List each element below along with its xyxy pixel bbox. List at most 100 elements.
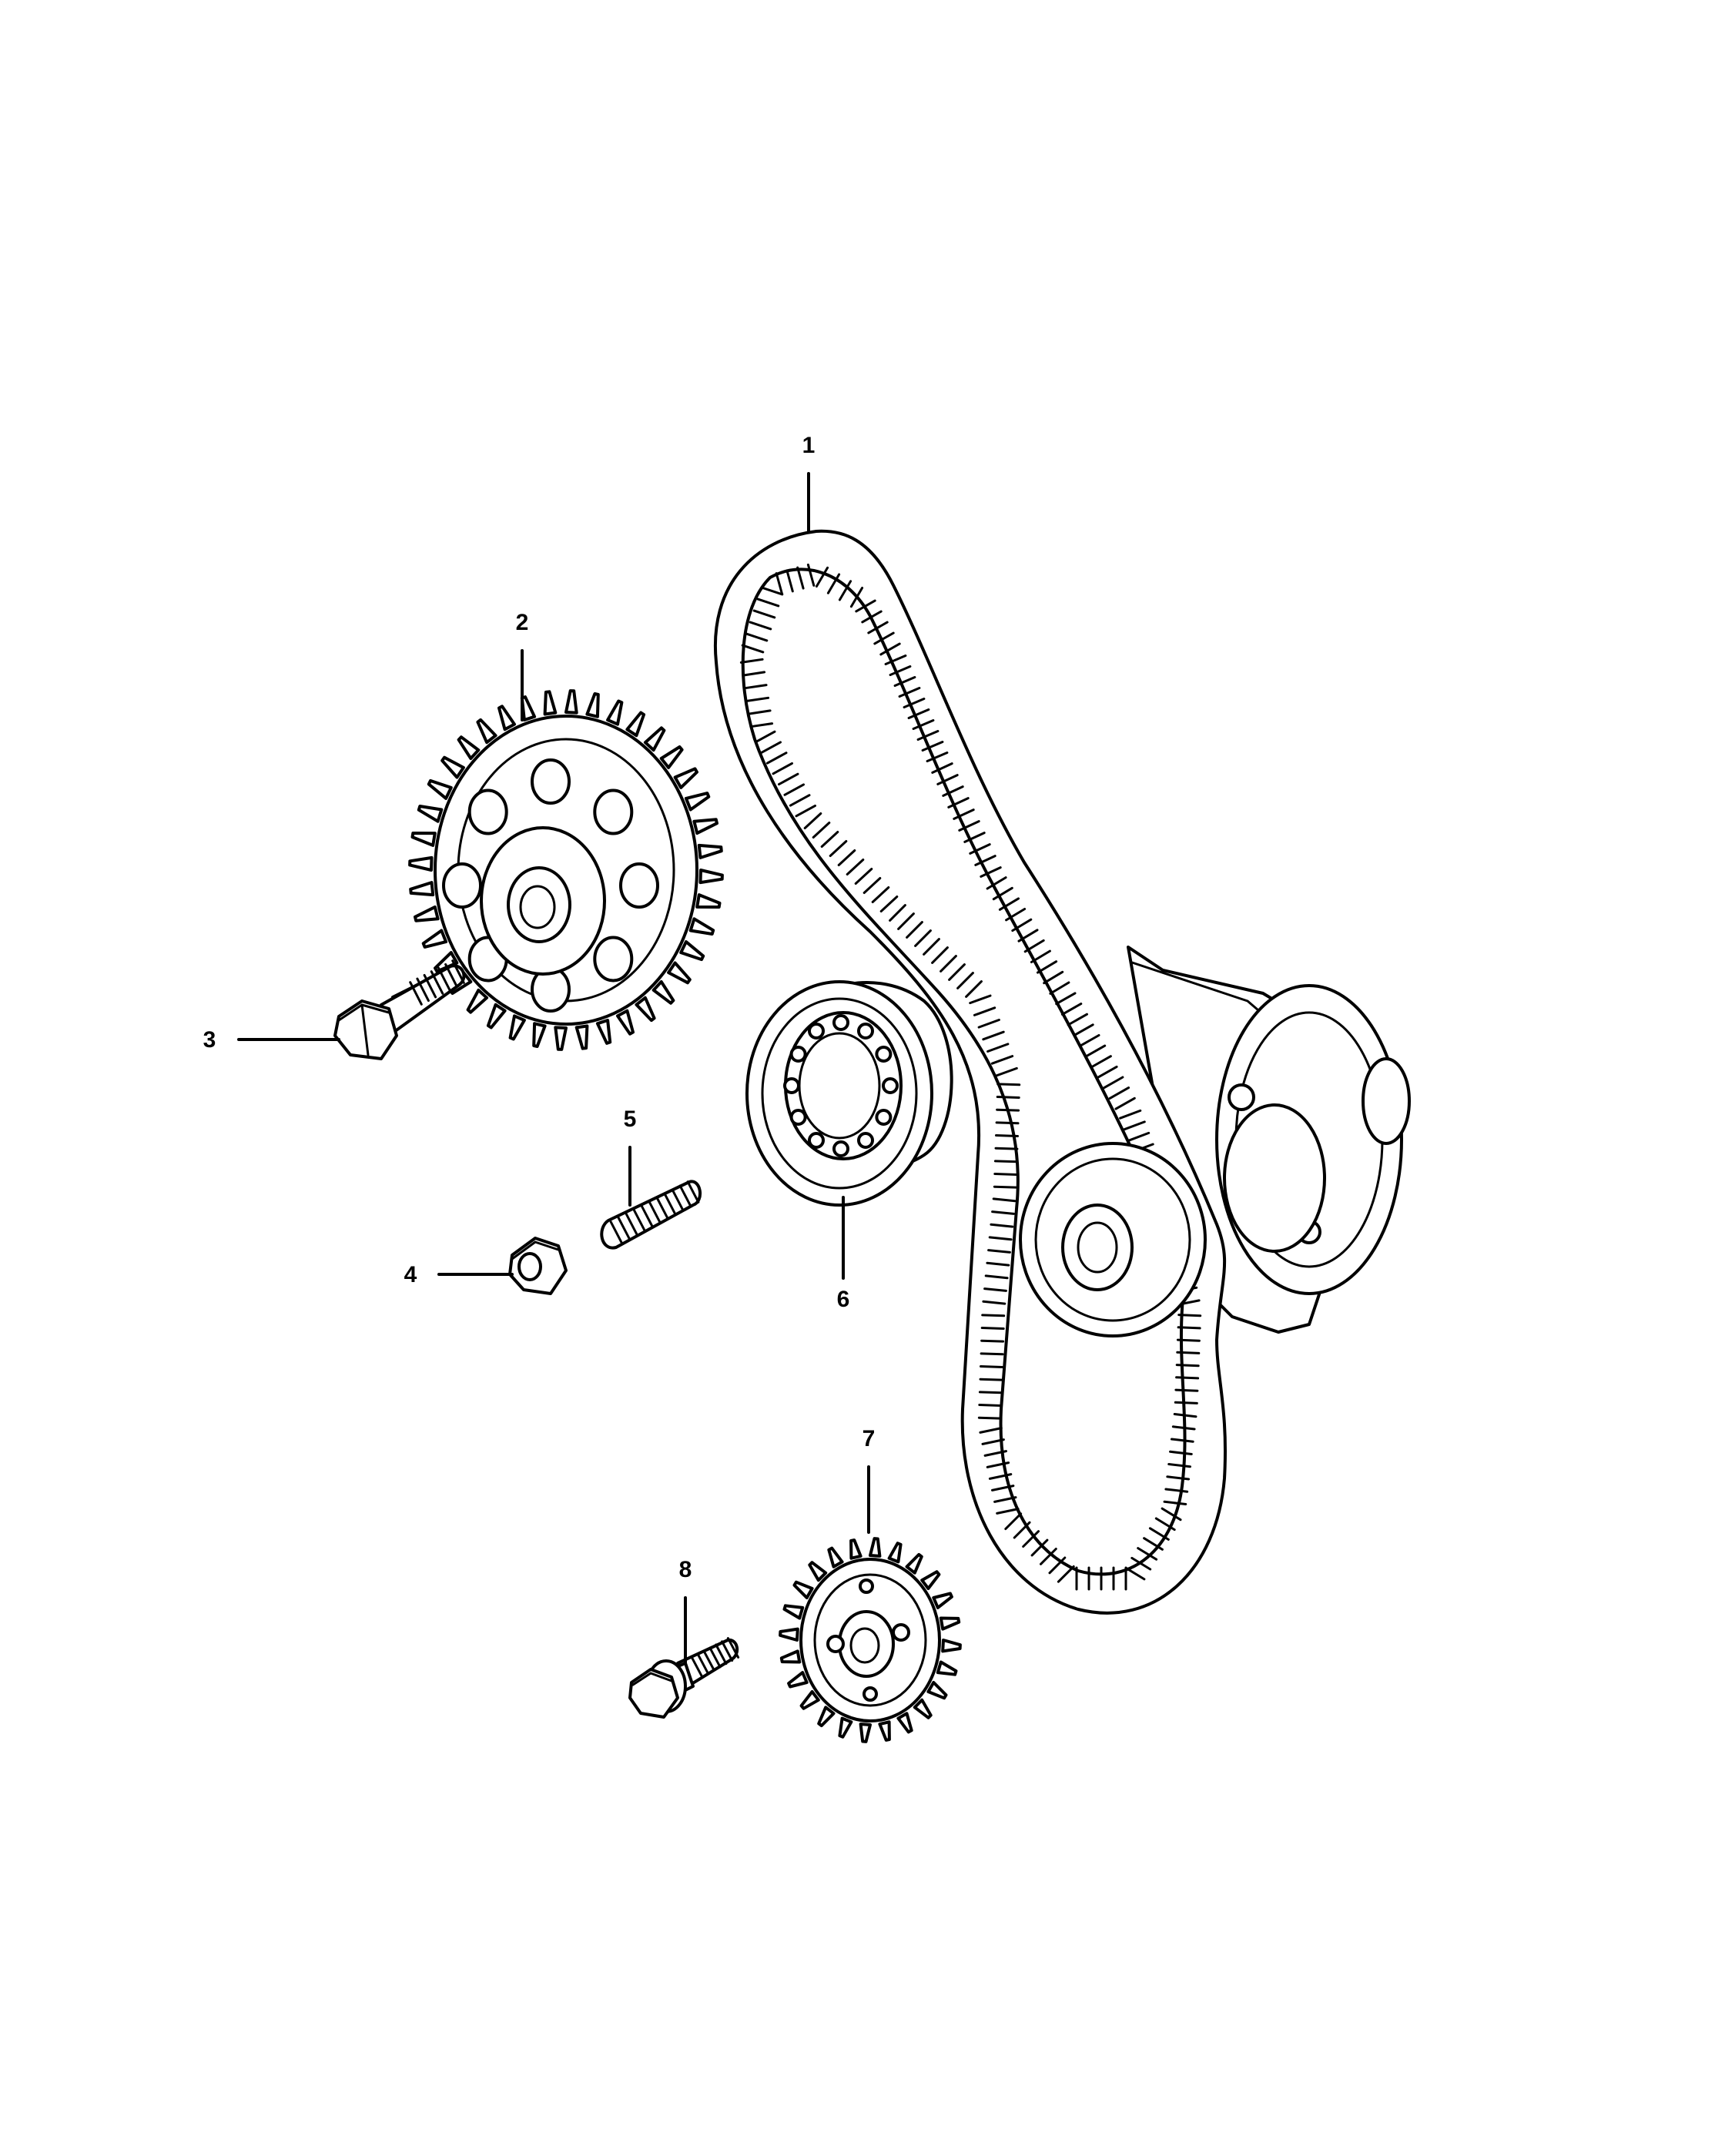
sprocket-tooth: [625, 711, 646, 738]
belt-tooth: [1005, 908, 1027, 922]
sprocket-tooth: [606, 699, 624, 726]
sprocket-tooth: [659, 745, 684, 769]
sprocket-tooth: [905, 1552, 923, 1575]
belt-tooth: [980, 866, 1002, 878]
belt-tooth: [990, 1055, 1014, 1065]
sprocket-tooth: [554, 1026, 568, 1051]
belt-tooth: [897, 912, 915, 930]
belt-tooth: [982, 1030, 1005, 1041]
belt-tooth: [826, 573, 841, 594]
belt-tooth: [1124, 1566, 1146, 1581]
belt-tooth: [1143, 1537, 1164, 1551]
belt-tooth: [907, 708, 930, 719]
sprocket-tooth: [497, 705, 516, 732]
sprocket-tooth: [684, 792, 711, 812]
belt-tooth: [1174, 1401, 1198, 1404]
belt-tooth: [969, 843, 991, 855]
belt-tooth: [747, 709, 772, 715]
belt-tooth: [1176, 1338, 1201, 1342]
belt-tooth: [1067, 1013, 1088, 1026]
belt-tooth: [1023, 939, 1045, 953]
bearing-ball: [882, 1077, 899, 1094]
belt-tooth: [755, 730, 776, 744]
belt-tooth: [879, 642, 901, 656]
belt-tooth: [993, 1496, 1017, 1503]
sprocket-tooth: [585, 692, 600, 718]
lightening-hole: [619, 862, 659, 909]
belt-tooth: [1137, 1547, 1158, 1561]
belt-tooth: [1177, 1326, 1201, 1330]
belt-tooth: [958, 820, 980, 832]
belt-tooth: [783, 783, 805, 796]
belt-tooth: [995, 1134, 1019, 1137]
belt-tooth: [873, 631, 895, 645]
sprocket-tooth: [417, 805, 444, 823]
hex-bolt-threads: [409, 959, 465, 1006]
callout-6: 6: [837, 1287, 850, 1312]
belt-tooth: [766, 752, 788, 765]
belt-tooth: [803, 812, 822, 829]
belt-tooth: [996, 1508, 1020, 1515]
sprocket-tooth: [869, 1537, 882, 1558]
sprocket-tooth: [543, 690, 558, 716]
thread-ring: [715, 1643, 728, 1666]
belt-tooth: [978, 1391, 1003, 1394]
belt-tooth: [1057, 1565, 1075, 1583]
belt-tooth: [760, 586, 784, 596]
lightening-hole: [593, 936, 634, 983]
sprocket-tooth: [779, 1627, 799, 1642]
belt-tooth: [1167, 1463, 1191, 1468]
belt-tooth: [995, 1066, 1018, 1077]
belt-tooth: [1048, 1556, 1067, 1575]
belt-tooth: [994, 1147, 1019, 1150]
belt-tooth: [912, 719, 935, 730]
bearing-ball: [832, 1014, 849, 1031]
belt-tooth: [1049, 981, 1070, 995]
belt-tooth: [942, 785, 964, 797]
belt-tooth: [1073, 1023, 1094, 1037]
sprocket-tooth: [635, 996, 656, 1023]
belt-tooth: [921, 741, 944, 752]
belt-tooth: [978, 1404, 1003, 1407]
belt-tooth: [986, 876, 1007, 890]
belt-tooth: [936, 774, 959, 785]
bearing-ball: [857, 1132, 874, 1149]
belt-tooth: [1004, 1512, 1023, 1531]
sprocket-tooth: [887, 1542, 903, 1564]
belt-tooth: [1013, 1521, 1031, 1539]
belt-tooth: [1103, 1076, 1124, 1090]
thread-ring: [625, 1212, 638, 1236]
belt-tooth: [743, 684, 768, 690]
sprocket-tooth: [574, 1024, 589, 1050]
belt-tooth: [1030, 1538, 1049, 1557]
belt-tooth: [974, 855, 996, 866]
belt-tooth: [992, 1197, 1017, 1203]
sprocket-tooth: [782, 1604, 805, 1620]
large-sprocket: [408, 689, 724, 1051]
belt-tooth: [1148, 1527, 1170, 1541]
sprocket-tooth: [817, 1706, 836, 1728]
belt-tooth: [862, 877, 882, 894]
belt-tooth: [1119, 1109, 1142, 1120]
callout-1: 1: [802, 433, 816, 458]
belt-tooth: [884, 654, 907, 665]
stud: [600, 1180, 702, 1250]
belt-tooth: [953, 808, 975, 820]
thread-ring: [708, 1646, 722, 1669]
callout-8: 8: [679, 1557, 692, 1582]
belt-tooth: [855, 599, 876, 613]
thread-ring: [416, 977, 430, 1003]
belt-tooth: [867, 621, 889, 634]
callout-3: 3: [203, 1027, 216, 1053]
thread-ring: [678, 1184, 692, 1207]
sprocket-tooth: [808, 1561, 828, 1582]
sprocket-tooth: [457, 735, 481, 760]
sprocket-tooth: [410, 832, 437, 847]
thread-ring: [444, 962, 458, 988]
belt-tooth: [806, 563, 816, 587]
belt-tooth: [983, 1450, 1007, 1457]
belt-tooth: [979, 1427, 1003, 1434]
belt-drive-pulley: [1019, 1142, 1207, 1337]
belt-tooth: [1176, 1351, 1201, 1354]
